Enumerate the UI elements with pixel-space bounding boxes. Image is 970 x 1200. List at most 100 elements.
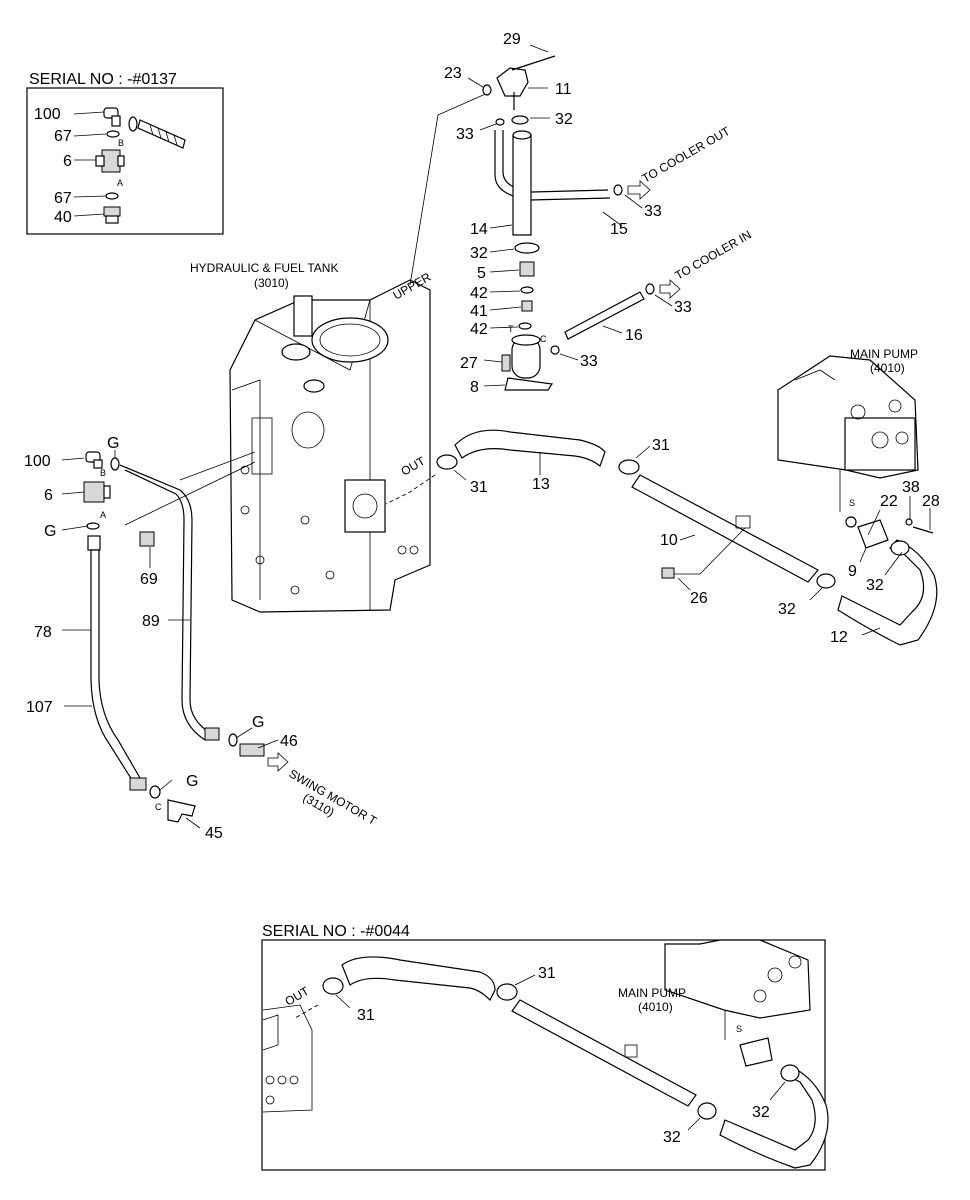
callout-22: 22 — [880, 493, 898, 510]
pump-code: (4010) — [870, 361, 905, 375]
hose-12 — [837, 539, 938, 646]
hose-13-alt — [341, 956, 496, 1002]
callout-32: 32 — [470, 245, 488, 262]
port-label-c: C — [540, 334, 547, 344]
callout-33: 33 — [580, 353, 598, 370]
clamp-32 — [697, 1102, 717, 1120]
serial-box-top-frame — [26, 87, 224, 235]
pump-code-alt: (4010) — [638, 1000, 673, 1014]
clamp-32 — [890, 540, 910, 556]
elbow-fitting-icon — [103, 107, 121, 127]
callout-g: G — [186, 773, 198, 790]
callout-38: 38 — [902, 479, 920, 496]
callout-28: 28 — [922, 493, 940, 510]
callout-11: 11 — [555, 81, 572, 98]
serial-box-top-title: SERIAL NO : -#0137 — [29, 71, 177, 88]
hose-13 — [454, 429, 606, 467]
callout-32: 32 — [555, 111, 573, 128]
port-label-s: S — [849, 498, 855, 508]
callout-100: 100 — [34, 106, 61, 123]
o-ring-icon — [228, 733, 238, 747]
callout-31: 31 — [538, 965, 556, 982]
callout-5: 5 — [477, 265, 486, 282]
port-label-s: S — [736, 1024, 742, 1034]
callout-23: 23 — [444, 65, 462, 82]
suction-line: S OUT — [385, 429, 938, 646]
callout-14: 14 — [470, 221, 488, 238]
callout-42: 42 — [470, 321, 488, 338]
leader-lines — [61, 44, 931, 829]
callout-42: 42 — [470, 285, 488, 302]
to-cooler-out-label: TO COOLER OUT — [640, 124, 733, 186]
callout-41: 41 — [470, 303, 488, 320]
flange-9 — [857, 519, 889, 549]
o-ring-icon — [105, 192, 119, 200]
callout-6: 6 — [44, 487, 53, 504]
clamp-32 — [816, 573, 836, 589]
block-fitting-icon — [95, 149, 125, 173]
callout-46: 46 — [280, 733, 298, 750]
serial-box-bottom-frame — [261, 939, 826, 1171]
serial-box-bottom-title: SERIAL NO : -#0044 — [262, 923, 410, 940]
pipe-10 — [631, 474, 819, 583]
callout-29: 29 — [503, 31, 521, 48]
swing-motor-label: SWING MOTOR T — [287, 766, 380, 828]
bolt-29 — [511, 55, 556, 71]
out-label-bottom: OUT — [283, 983, 313, 1008]
callout-16: 16 — [625, 327, 643, 344]
tank-filler-cap — [281, 343, 311, 361]
main-pump-alt — [664, 939, 811, 1019]
tank-outlet-flange — [344, 479, 386, 533]
callout-32: 32 — [752, 1104, 770, 1121]
callout-g: G — [44, 523, 56, 540]
o-ring-icon — [149, 785, 161, 799]
callout-g: G — [252, 714, 264, 731]
callout-26: 26 — [690, 590, 708, 607]
port-label-b: B — [118, 138, 124, 148]
callout-107: 107 — [26, 699, 53, 716]
callout-69: 69 — [140, 571, 158, 588]
port-label-a: A — [100, 510, 106, 520]
port-label-c: C — [155, 802, 162, 812]
callout-33: 33 — [456, 126, 474, 143]
callout-15: 15 — [610, 221, 628, 238]
pump-title: MAIN PUMP — [850, 347, 918, 361]
hose-78 — [90, 549, 141, 781]
upper-pipes: TO COOLER OUT — [482, 55, 733, 236]
callout-40: 40 — [54, 209, 72, 226]
clamp-31 — [322, 977, 344, 995]
callout-89: 89 — [142, 613, 160, 630]
adapter-fitting-icon — [103, 206, 121, 224]
callout-78: 78 — [34, 624, 52, 641]
clamp-31 — [618, 459, 640, 475]
clamp-31 — [496, 983, 518, 1001]
pipe-16 — [564, 291, 645, 340]
hose-12-alt — [719, 1067, 829, 1169]
callout-32: 32 — [663, 1129, 681, 1146]
callout-8: 8 — [470, 379, 479, 396]
callout-12: 12 — [830, 629, 848, 646]
pipe-15-b — [502, 130, 609, 193]
banjo-fitting-icon — [496, 67, 529, 97]
clamp-32 — [780, 1064, 800, 1082]
callout-10: 10 — [660, 532, 678, 549]
flange-9-alt — [739, 1037, 773, 1067]
callout-31: 31 — [652, 437, 670, 454]
tee-fitting-icon — [167, 799, 196, 823]
pump-title-alt: MAIN PUMP — [618, 986, 686, 1000]
pipe-15-a — [494, 130, 611, 201]
callout-67: 67 — [54, 128, 72, 145]
hose-89 — [119, 464, 211, 734]
callout-100: 100 — [24, 453, 51, 470]
callout-31: 31 — [357, 1007, 375, 1024]
callouts-main: 29 23 11 33 32 33 14 15 32 5 42 41 42 33… — [24, 31, 940, 842]
tank-cover-plate — [311, 317, 389, 363]
main-pump — [777, 355, 919, 479]
o-ring-icon — [106, 130, 120, 138]
callout-g: G — [107, 435, 119, 452]
port-label-b: B — [100, 468, 106, 478]
port-label-a: A — [117, 178, 123, 188]
callout-6: 6 — [63, 153, 72, 170]
